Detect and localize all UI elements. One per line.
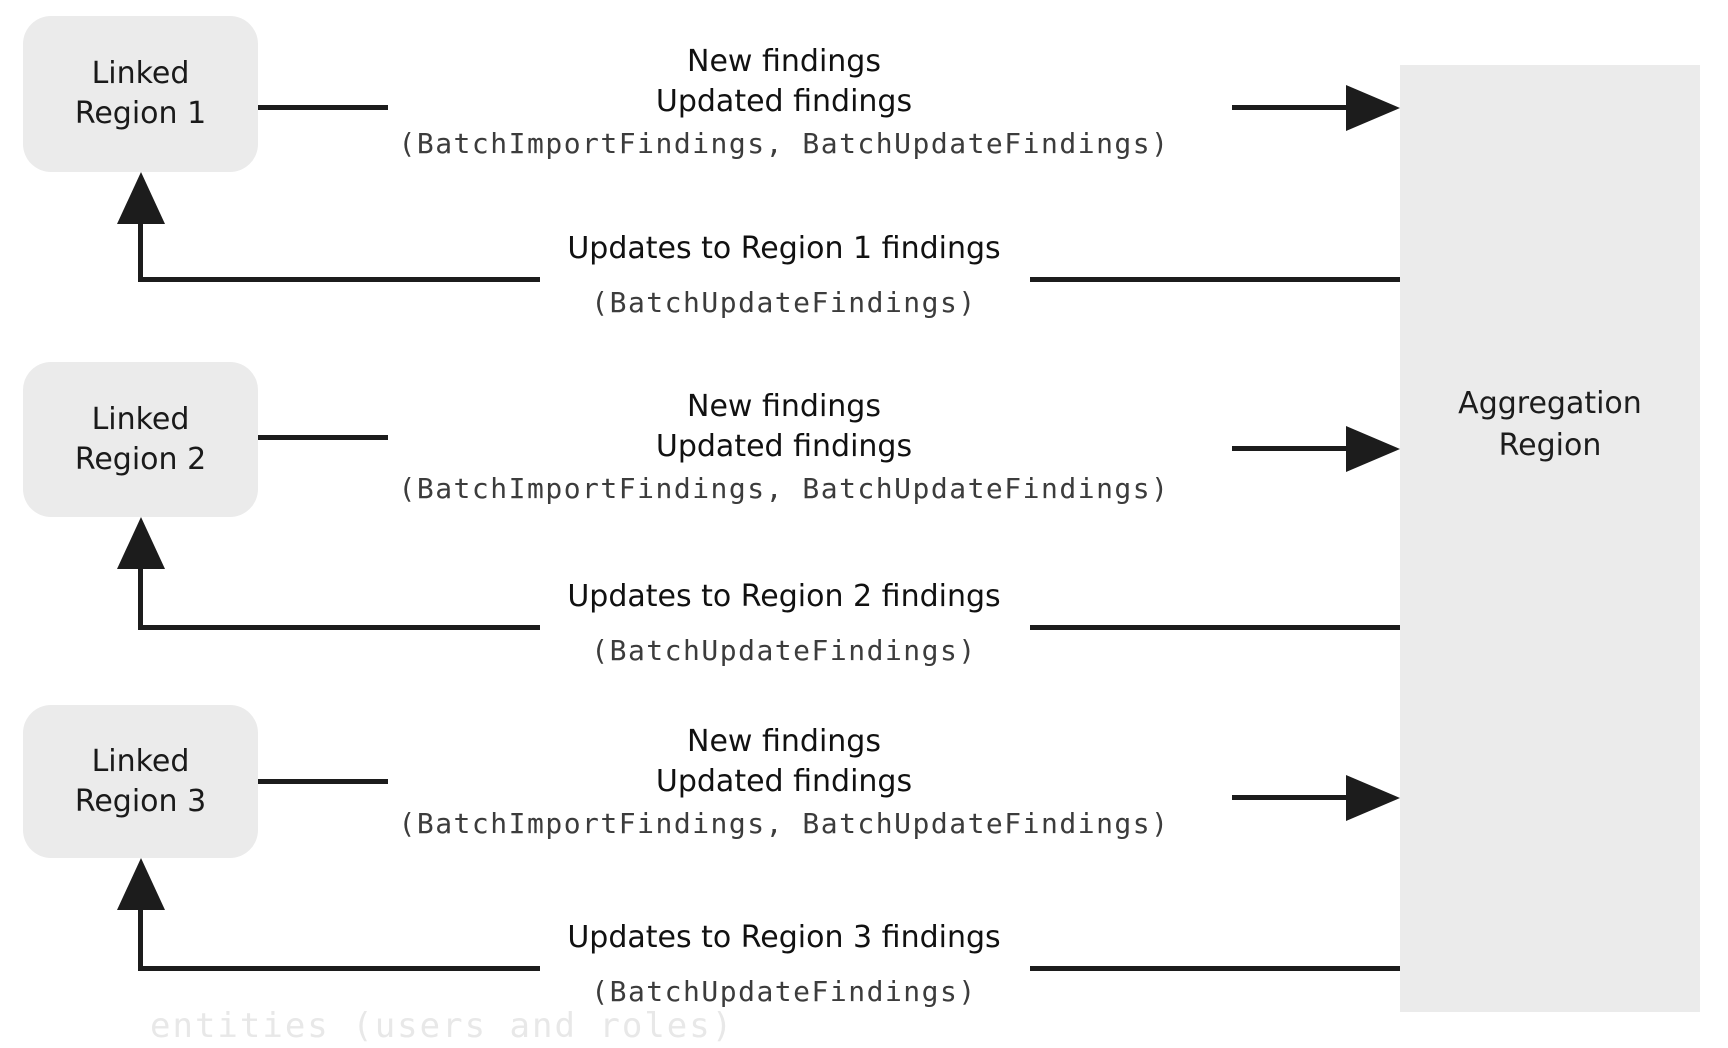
- forward-api-label: (BatchImportFindings, BatchUpdateFinding…: [398, 472, 1170, 505]
- linked-region-box: Linked Region 3: [23, 705, 258, 858]
- forward-label-block: New findings Updated findings (BatchImpo…: [369, 42, 1199, 166]
- linked-region-box: Linked Region 2: [23, 362, 258, 517]
- return-api-label: (BatchUpdateFindings): [591, 975, 977, 1008]
- return-line-vertical: [138, 906, 143, 971]
- arrowhead-up-icon: [117, 172, 165, 224]
- forward-arrow-line: [1232, 446, 1350, 451]
- linked-region-label: Linked Region 3: [74, 743, 207, 819]
- return-label: Updates to Region 2 findings: [567, 579, 1001, 614]
- forward-label-line2: Updated findings: [655, 84, 913, 119]
- forward-arrow-line: [1232, 795, 1350, 800]
- linked-region-label: Linked Region 2: [74, 401, 207, 477]
- return-line-left: [138, 966, 540, 971]
- arrowhead-right-icon: [1346, 426, 1400, 472]
- forward-label-line1: New findings: [687, 724, 881, 759]
- background-page-text: entities (users and roles): [150, 1006, 735, 1046]
- forward-label-block: New findings Updated findings (BatchImpo…: [369, 387, 1199, 511]
- return-line-left: [138, 277, 540, 282]
- return-line-right: [1030, 277, 1400, 282]
- linked-region-label: Linked Region 1: [74, 56, 207, 131]
- linked-region-box: Linked Region 1: [23, 16, 258, 172]
- aggregation-region-label: Aggregation Region: [1458, 386, 1642, 463]
- return-label: Updates to Region 3 findings: [567, 920, 1001, 955]
- arrowhead-right-icon: [1346, 775, 1400, 821]
- forward-arrow-line: [1232, 105, 1350, 110]
- forward-label-line2: Updated findings: [655, 429, 913, 464]
- forward-stub-line: [258, 435, 388, 440]
- return-api-label: (BatchUpdateFindings): [591, 634, 977, 667]
- arrowhead-up-icon: [117, 858, 165, 910]
- forward-api-label: (BatchImportFindings, BatchUpdateFinding…: [398, 127, 1170, 160]
- return-api-label: (BatchUpdateFindings): [591, 286, 977, 319]
- forward-label-line1: New findings: [687, 389, 881, 424]
- forward-label-block: New findings Updated findings (BatchImpo…: [369, 722, 1199, 846]
- forward-label-line1: New findings: [687, 44, 881, 79]
- forward-api-label: (BatchImportFindings, BatchUpdateFinding…: [398, 807, 1170, 840]
- return-line-right: [1030, 625, 1400, 630]
- forward-label-line2: Updated findings: [655, 764, 913, 799]
- arrowhead-up-icon: [117, 517, 165, 569]
- return-label: Updates to Region 1 findings: [567, 231, 1001, 266]
- return-line-vertical: [138, 218, 143, 282]
- return-line-left: [138, 625, 540, 630]
- forward-stub-line: [258, 105, 388, 110]
- return-line-vertical: [138, 565, 143, 629]
- forward-stub-line: [258, 779, 388, 784]
- arrowhead-right-icon: [1346, 85, 1400, 131]
- return-line-right: [1030, 966, 1400, 971]
- aggregation-region-box: Aggregation Region: [1400, 65, 1700, 1012]
